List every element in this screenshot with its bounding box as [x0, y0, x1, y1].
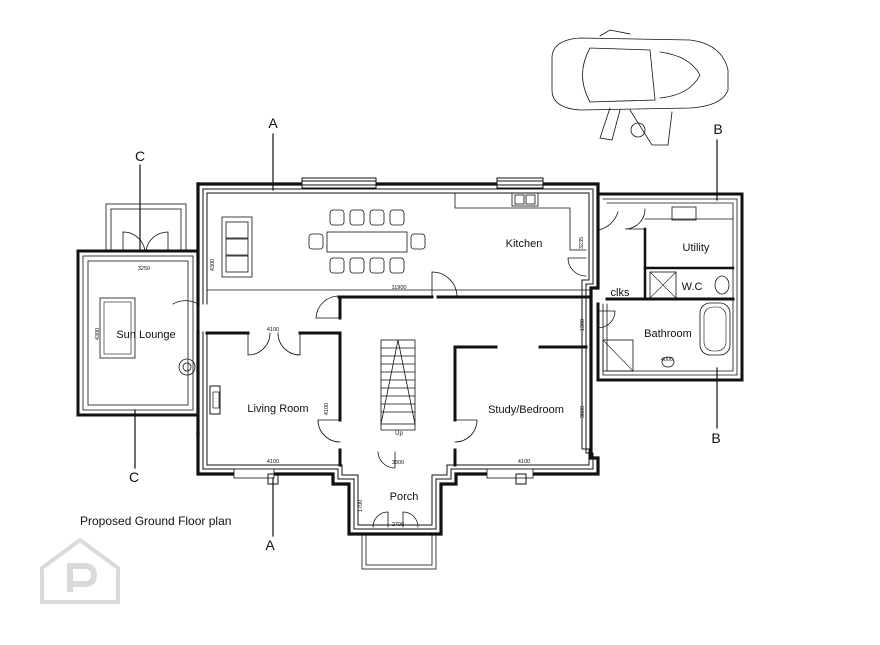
section-c-bottom: C — [129, 469, 139, 485]
dim-study-width: 4100 — [518, 459, 530, 465]
label-living-room: Living Room — [247, 403, 308, 415]
porch-steps — [361, 533, 437, 570]
section-lines — [134, 133, 718, 537]
label-bathroom: Bathroom — [644, 328, 692, 340]
section-c-top: C — [135, 148, 145, 164]
top-windows — [301, 177, 544, 189]
kitchen-furniture — [221, 192, 587, 278]
sun-lounge-walls — [76, 203, 200, 417]
section-a-bottom: A — [265, 537, 275, 553]
section-b-top: B — [713, 121, 722, 137]
label-clks: clks — [611, 287, 630, 299]
dim-living-width-top: 4100 — [267, 327, 279, 333]
label-stair-up: Up — [395, 431, 403, 437]
staircase — [380, 339, 416, 431]
dim-porch-door: 2700 — [392, 522, 404, 528]
dim-porch-width: 3300 — [392, 460, 404, 466]
dim-bathroom-width: 4000 — [661, 357, 673, 363]
label-porch: Porch — [390, 491, 419, 503]
dim-kitchen-height: 4300 — [210, 259, 216, 271]
rear-wing-walls — [596, 192, 744, 382]
dim-kitchen-right: 3235 — [579, 237, 585, 249]
dim-clks-depth: 1300 — [580, 319, 586, 331]
dim-study-depth: 3800 — [580, 406, 586, 418]
dim-sun-lounge-depth: 4300 — [95, 328, 101, 340]
plan-title: Proposed Ground Floor plan — [80, 514, 231, 528]
car-drawing — [551, 29, 729, 146]
door-swings — [247, 257, 587, 528]
label-wc: W.C — [682, 281, 703, 293]
section-b-bottom: B — [711, 430, 720, 446]
label-utility: Utility — [683, 242, 710, 254]
label-kitchen: Kitchen — [506, 238, 543, 250]
label-sun-lounge: Sun Lounge — [116, 329, 175, 341]
interior-walls — [205, 289, 591, 485]
main-outer-walls — [196, 182, 600, 536]
dim-hall-width: 11900 — [392, 285, 407, 291]
dim-sun-lounge-width: 3250 — [138, 266, 150, 272]
dim-living-width-bottom: 4100 — [267, 459, 279, 465]
dim-living-depth: 4100 — [324, 403, 330, 415]
dim-porch-depth: 1700 — [358, 500, 364, 512]
watermark-logo — [40, 538, 120, 604]
label-study-bedroom: Study/Bedroom — [488, 404, 564, 416]
section-a-top: A — [268, 115, 278, 131]
